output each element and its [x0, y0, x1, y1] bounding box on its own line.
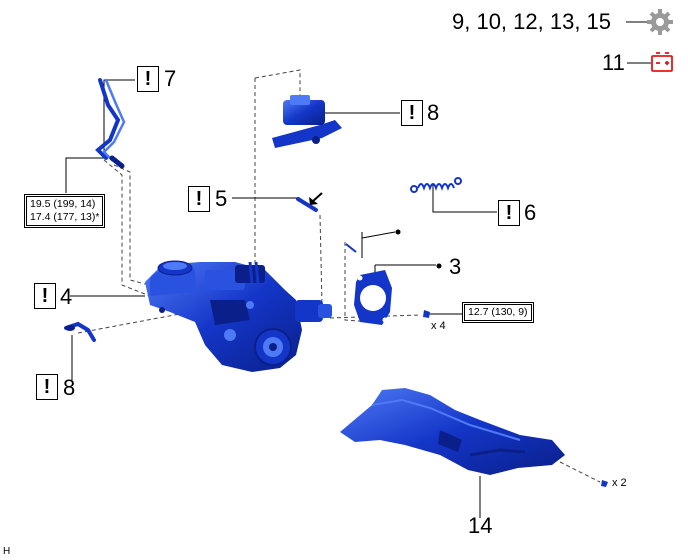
vacuum-hose-part-8-bottom — [64, 321, 96, 342]
callout-8-bottom: 8 — [63, 375, 76, 400]
quantity-clips: x 2 — [612, 477, 627, 489]
torque-spec-brake-line: 19.5 (199, 14) 17.4 (177, 13)* — [24, 194, 106, 228]
spring-part-6 — [410, 177, 462, 193]
callout-14: 14 — [468, 513, 493, 538]
mounting-nut — [423, 310, 430, 318]
battery-step-label: 11 — [602, 50, 625, 75]
warning-box-4: ! — [34, 283, 56, 309]
brake-booster-assembly-part-4 — [145, 260, 332, 372]
callout-8-top: 8 — [427, 100, 440, 125]
callout-7: 7 — [164, 66, 177, 91]
corner-code: H — [3, 546, 11, 557]
warning-box-8-bottom: ! — [36, 374, 58, 400]
warning-box-7: ! — [137, 66, 159, 92]
gasket-part-3 — [354, 270, 392, 325]
leader-dot — [436, 263, 442, 269]
warning-box-5: ! — [188, 186, 210, 212]
callout-5: 5 — [215, 186, 228, 211]
torque-spec-mounting-nut: 12.7 (130, 9) — [462, 302, 534, 323]
callout-6: 6 — [524, 200, 537, 225]
brake-tube-part-7 — [95, 78, 126, 169]
push-rod-part-5 — [296, 192, 323, 212]
vacuum-hose-part-8-top — [272, 95, 342, 148]
warning-box-8-top: ! — [401, 100, 423, 126]
leader-lines — [65, 21, 651, 518]
battery-icon — [651, 52, 673, 72]
callout-3: 3 — [449, 254, 462, 279]
pin — [345, 243, 357, 253]
leader-dot — [395, 229, 401, 235]
cover-part-14 — [340, 388, 565, 475]
torque-line-1: 19.5 (199, 14) — [30, 198, 96, 210]
parts-group-label: 9, 10, 12, 13, 15 — [452, 9, 612, 34]
warning-box-6: ! — [498, 200, 520, 226]
torque-line-2: 17.4 (177, 13)* — [30, 211, 100, 223]
clip — [601, 480, 608, 487]
gear-icon — [647, 9, 673, 35]
callout-4: 4 — [60, 284, 73, 309]
quantity-nuts: x 4 — [431, 320, 446, 332]
